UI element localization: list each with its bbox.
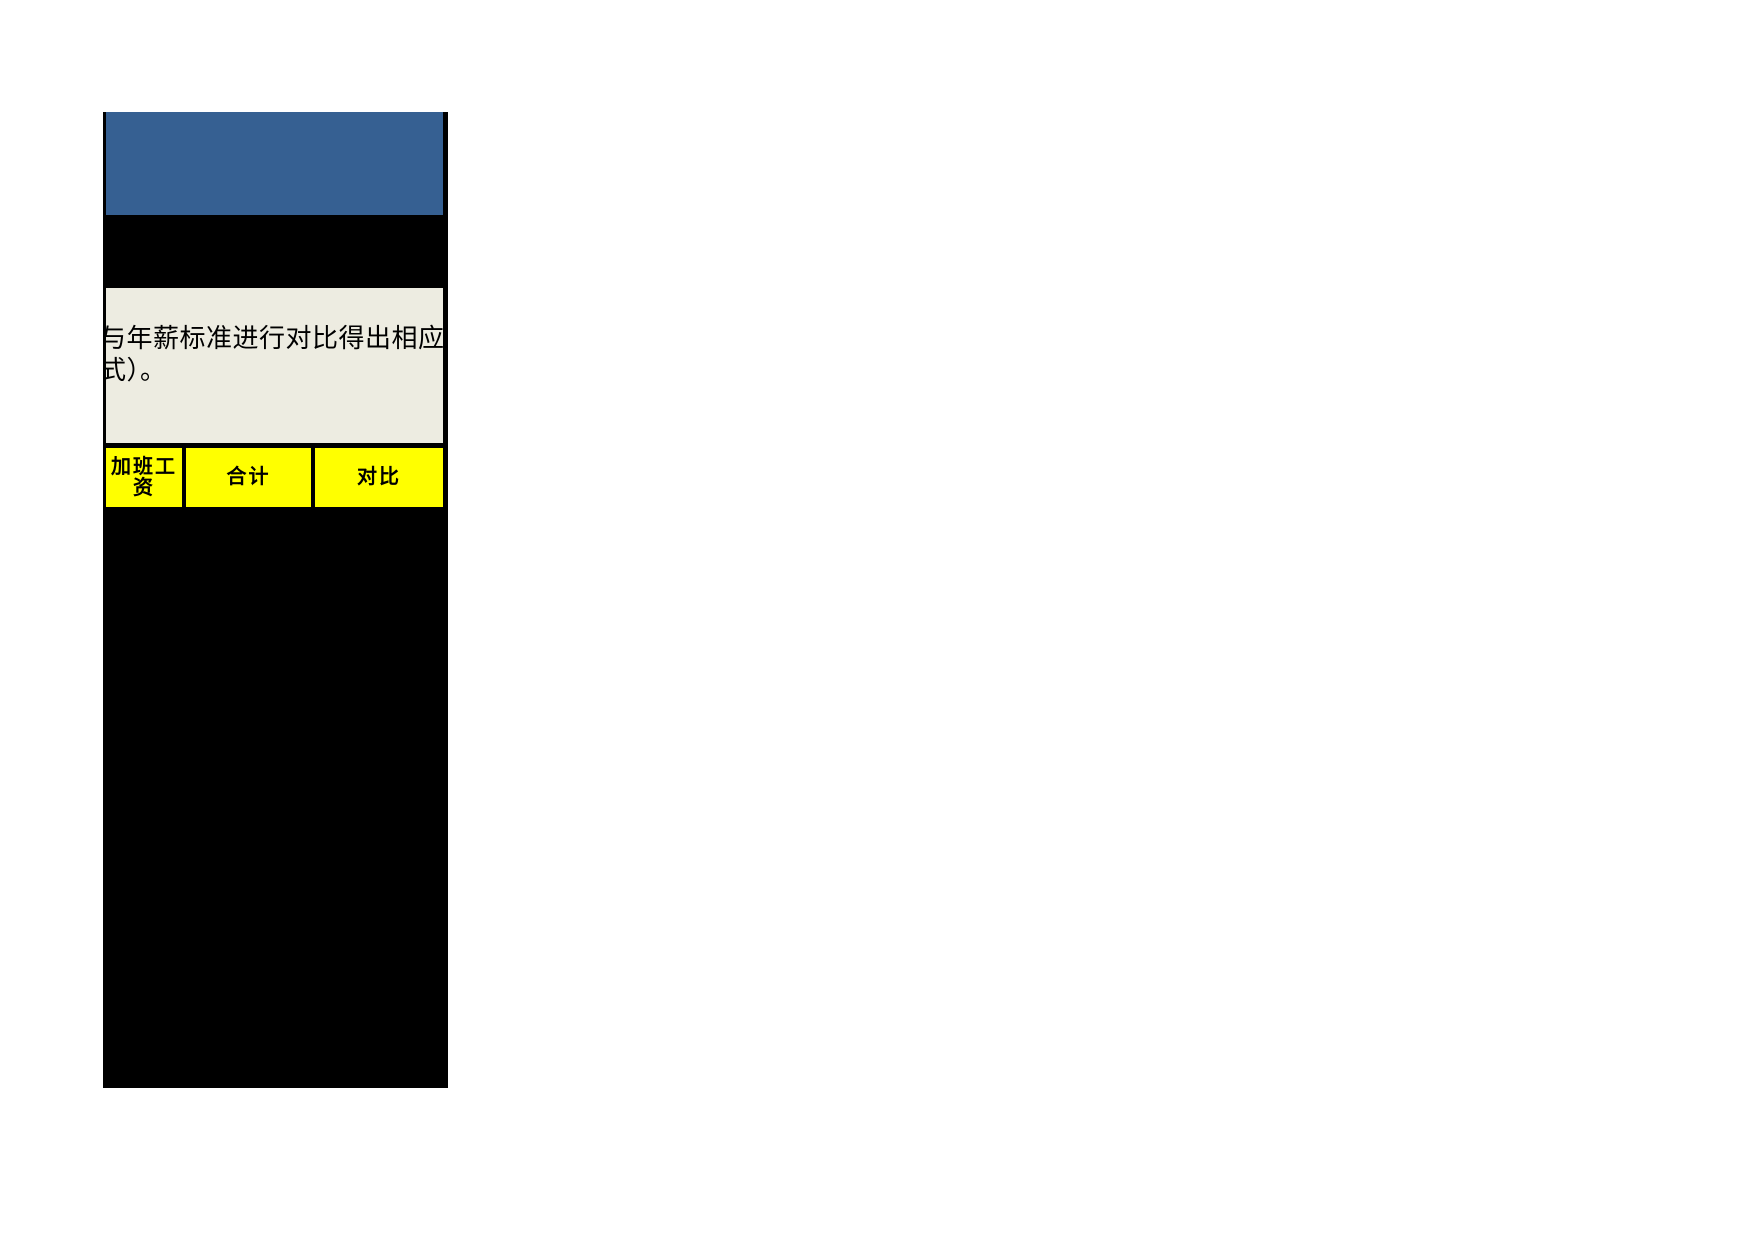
filled-cells-block xyxy=(106,507,443,1088)
worksheet-fragment: 与年薪标准进行对比得出相应 式）。 加班工资 合计 对比 xyxy=(103,112,448,1088)
title-bar xyxy=(106,112,443,215)
table-header-row: 加班工资 合计 对比 xyxy=(106,448,443,507)
header-cell-total[interactable]: 合计 xyxy=(186,448,311,507)
header-cell-overtime-pay[interactable]: 加班工资 xyxy=(106,448,182,507)
cell-border xyxy=(311,448,315,507)
note-text-line-2: 式）。 xyxy=(106,355,167,385)
divider-band xyxy=(106,215,443,288)
cell-border xyxy=(182,448,186,507)
header-cell-comparison[interactable]: 对比 xyxy=(315,448,443,507)
note-text-line-1: 与年薪标准进行对比得出相应 xyxy=(106,323,443,353)
note-box: 与年薪标准进行对比得出相应 式）。 xyxy=(106,288,443,448)
